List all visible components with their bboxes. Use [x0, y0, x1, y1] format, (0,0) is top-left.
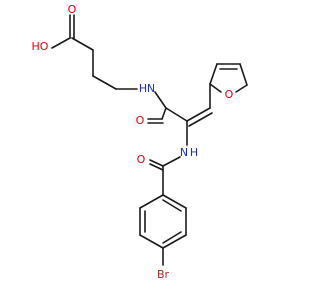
bond-carbonyl-to-alpha [165, 107, 188, 122]
label-benzoyl-oxygen: O [137, 153, 146, 166]
label-furan-oxygen: O [225, 88, 234, 101]
background [0, 0, 300, 300]
label-amide-n-lower-h: H [190, 146, 198, 159]
bond-chain-2 [92, 75, 117, 90]
bond-ring-1 [139, 194, 164, 209]
bond-ring-6b [162, 199, 182, 212]
bond-ring-3 [139, 234, 164, 249]
label-amide-carbonyl-oxygen: O [136, 114, 145, 127]
label-bromine: Br [157, 268, 170, 281]
bond-cooh-c-oh [51, 37, 71, 49]
bond-upper-co-a [161, 107, 167, 120]
bond-furan-3 [239, 63, 248, 86]
bonds [51, 14, 248, 266]
bond-furan-5 [209, 83, 222, 93]
bond-cooh-c-chain [71, 37, 94, 51]
bond-ring-4b [162, 231, 182, 244]
bond-furan-4 [235, 84, 248, 93]
bond-ring-4 [162, 234, 187, 249]
bond-nh-to-benzoyl-carbon [162, 156, 181, 167]
bond-furan-1 [209, 63, 218, 85]
label-acid-carbonyl-oxygen: O [68, 3, 77, 16]
label-hydroxyl: HO [32, 40, 49, 53]
label-amide-n-upper-h: H [139, 82, 147, 95]
bond-ring-6 [162, 194, 187, 209]
molecule-structure-drawing: HO O H N O O N H O Br [0, 0, 300, 300]
bond-n-upper-carbonyl [154, 91, 167, 109]
label-amide-n-upper: N [147, 82, 155, 95]
bond-alpha-beta-a [186, 107, 211, 122]
bond-benzoyl-co-b [149, 163, 164, 171]
bond-benzoyl-co-a [149, 159, 164, 167]
atom-labels: HO O H N O O N H O Br [32, 3, 234, 281]
label-amide-n-lower: N [180, 146, 188, 159]
bond-alpha-beta-b [188, 112, 213, 127]
